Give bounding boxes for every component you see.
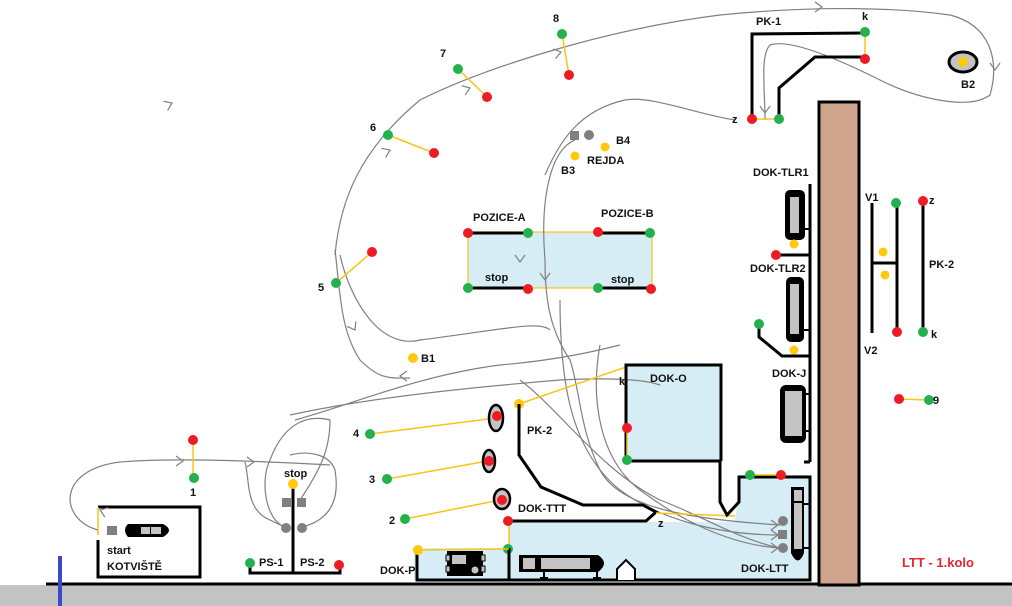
svg-text:8: 8 xyxy=(553,13,559,25)
pozice-water xyxy=(468,232,652,288)
tlr1-boat-icon xyxy=(785,190,810,249)
dok-ltt-area: DOK-LTT xyxy=(741,470,809,575)
dok-ltt-water xyxy=(414,475,810,580)
gate-2: 2 xyxy=(389,487,512,527)
ps-stop-buoy xyxy=(288,479,298,489)
dok-o-label: DOK-O xyxy=(650,373,687,385)
buoy-b4 xyxy=(600,142,610,152)
boat-icon xyxy=(125,524,169,537)
svg-text:2: 2 xyxy=(389,515,395,527)
ground-strip xyxy=(0,585,1012,606)
dok-ttt-z-label: z xyxy=(658,518,664,530)
start-label: start xyxy=(107,545,131,557)
pozice-b-stop-label: stop xyxy=(611,274,635,286)
svg-text:1: 1 xyxy=(190,487,196,499)
dok-p-label: DOK-P xyxy=(380,565,415,577)
gate-9: 9 xyxy=(894,394,939,407)
dok-j-boat-icon xyxy=(780,385,810,443)
buoy-b2: B2 xyxy=(947,50,979,91)
gate-8: 8 xyxy=(553,13,574,80)
ltt-boat-icon xyxy=(791,487,809,561)
rejda-label: REJDA xyxy=(587,155,624,167)
pk2-right-area: V1 V2 PK-2 z k xyxy=(864,192,954,357)
tlr2-boat-icon xyxy=(786,277,810,355)
gate-5: 5 xyxy=(318,247,377,294)
svg-text:5: 5 xyxy=(318,282,324,294)
vehicle-icon xyxy=(445,551,486,576)
buoy-b3 xyxy=(570,151,580,161)
pk2-dok-ttt: PK-2 DOK-TTT z xyxy=(503,366,736,554)
ps-area: stop PS-1 PS-2 xyxy=(245,468,344,575)
gate-7: 7 xyxy=(440,48,492,102)
pk1-area: PK-1 k z xyxy=(732,11,870,126)
svg-text:3: 3 xyxy=(369,474,375,486)
svg-text:7: 7 xyxy=(440,48,446,60)
pozice-area: POZICE-A POZICE-B stop stop xyxy=(463,208,656,294)
ps1-label: PS-1 xyxy=(259,557,283,569)
pk1-label: PK-1 xyxy=(756,16,781,28)
pk2-right-k-label: k xyxy=(931,329,938,341)
pozice-a-label: POZICE-A xyxy=(473,212,526,224)
gate-1: 1 xyxy=(188,435,199,499)
buoy-b1 xyxy=(408,353,418,363)
b1-label: B1 xyxy=(421,353,435,365)
b3-label: B3 xyxy=(561,165,575,177)
svg-text:9: 9 xyxy=(933,395,939,407)
svg-text:6: 6 xyxy=(370,122,376,134)
pk2-left-label: PK-2 xyxy=(527,425,552,437)
house-icon xyxy=(616,558,636,580)
pozice-a-stop-label: stop xyxy=(485,272,509,284)
gate-4: 4 xyxy=(353,403,505,440)
dok-ttt-label: DOK-TTT xyxy=(518,503,567,515)
start-marker xyxy=(107,526,117,535)
dok-p-area: DOK-P xyxy=(380,363,812,582)
ps-stop-label: stop xyxy=(284,468,308,480)
rejda-marker-circle xyxy=(584,130,594,140)
pk2-right-z-label: z xyxy=(929,195,935,207)
gate-3: 3 xyxy=(369,448,497,486)
pier xyxy=(817,100,861,587)
pk1-k-label: k xyxy=(862,11,869,23)
kotviste-label: KOTVIŠTĚ xyxy=(107,560,162,573)
v2-label: V2 xyxy=(864,345,877,357)
ps2-label: PS-2 xyxy=(300,557,324,569)
ship-icon xyxy=(519,555,604,579)
pk2-right-label: PK-2 xyxy=(929,259,954,271)
dok-j-label: DOK-J xyxy=(772,368,806,380)
pk1-z-label: z xyxy=(732,114,738,126)
dok-o-area: DOK-O k xyxy=(619,373,687,465)
v1-label: V1 xyxy=(865,192,878,204)
course-title: LTT - 1.kolo xyxy=(902,555,974,570)
b4-label: B4 xyxy=(616,135,631,147)
dok-tlr1-label: DOK-TLR1 xyxy=(753,167,809,179)
course-route xyxy=(69,1,1001,554)
kotviste-area: start KOTVIŠTĚ xyxy=(96,505,202,579)
rejda-marker-square xyxy=(570,131,579,140)
pozice-b-label: POZICE-B xyxy=(601,208,654,220)
tlr-docks: DOK-TLR1 DOK-TLR2 DOK-J xyxy=(750,167,812,464)
dok-ltt-label: DOK-LTT xyxy=(741,563,789,575)
dok-tlr2-label: DOK-TLR2 xyxy=(750,263,806,275)
dok-o-k-label: k xyxy=(619,376,626,388)
gate-6: 6 xyxy=(370,122,439,158)
svg-text:4: 4 xyxy=(353,428,360,440)
b2-label: B2 xyxy=(961,79,975,91)
